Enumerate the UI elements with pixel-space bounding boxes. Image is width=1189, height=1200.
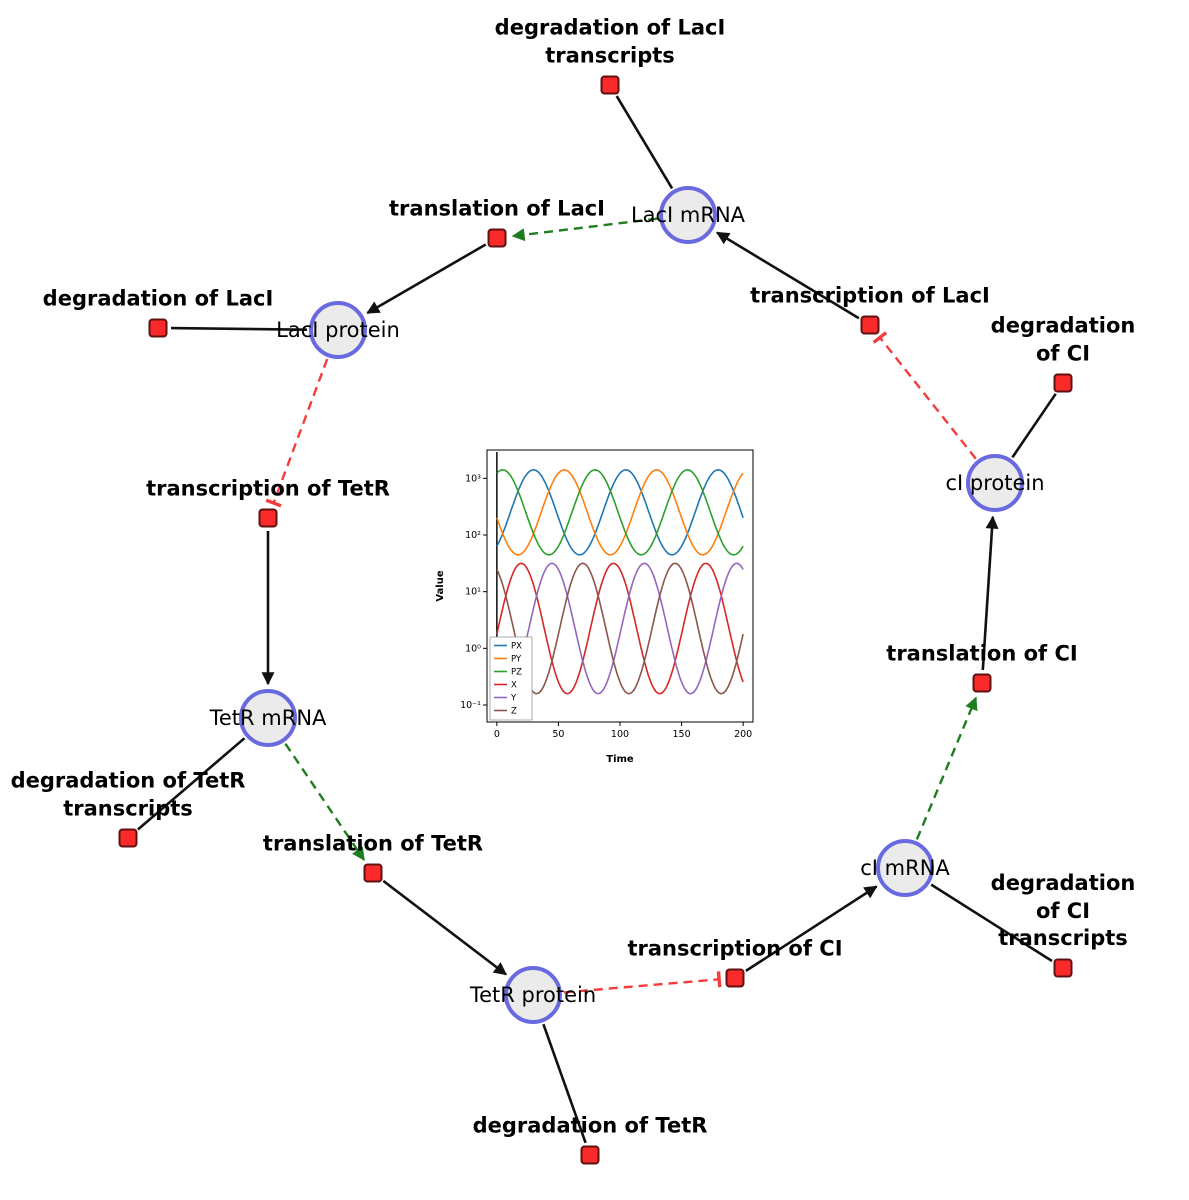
x-tick-label: 200 [734, 729, 752, 740]
species-label-laci-protein: LacI protein [276, 318, 400, 342]
y-tick-label: 10¹ [465, 587, 481, 598]
y-axis-label: Value [435, 570, 446, 601]
edge-inhibitor-tetr-protein-to-tx-ci [563, 971, 722, 994]
reaction-node-deg-laci [148, 318, 168, 338]
legend-label-x: X [511, 681, 517, 691]
species-label-ci-protein: cI protein [945, 471, 1045, 495]
species-node-tetr-protein [504, 966, 562, 1024]
y-tick-label: 10⁰ [465, 643, 481, 654]
series-line-px [496, 468, 744, 556]
reaction-node-deg-ci-mrna [1053, 958, 1073, 978]
edge-modifier-laci-mrna-to-tl-laci [511, 217, 658, 242]
legend-box [489, 636, 533, 721]
edge-product-tx-laci-to-laci-mrna [715, 231, 860, 320]
reaction-label-tl-laci: translation of LacI [389, 196, 605, 221]
edge-inhibitor-ci-protein-to-tx-laci [872, 331, 977, 460]
species-node-ci-mrna [876, 839, 934, 897]
species-node-laci-mrna [659, 186, 717, 244]
x-tick-label: 100 [611, 729, 629, 740]
series-line-pz [496, 468, 744, 556]
edge-product-tl-ci-to-ci-protein [981, 515, 999, 671]
edge-product-tl-laci-to-laci-protein [366, 243, 487, 315]
species-label-tetr-mrna: TetR mRNA [209, 706, 327, 730]
reaction-node-tl-tetr [363, 863, 383, 883]
legend-label-pz: PZ [511, 668, 522, 678]
legend-label-y: Y [510, 694, 517, 704]
reaction-node-deg-tetr [580, 1145, 600, 1165]
reaction-label-deg-laci-mrna: degradation of LacI transcripts [494, 15, 726, 68]
edge-substrate-tetr-mrna-to-deg-tetr-mrna [137, 737, 246, 831]
species-node-tetr-mrna [239, 689, 297, 747]
legend-label-z: Z [511, 707, 517, 717]
reaction-node-tx-laci [860, 315, 880, 335]
y-tick-label: 10² [465, 530, 481, 541]
reaction-label-tx-ci: transcription of CI [627, 936, 843, 961]
edge-substrate-laci-protein-to-deg-laci [170, 326, 308, 331]
species-label-tetr-protein: TetR protein [469, 983, 597, 1007]
series-line-z [496, 562, 744, 695]
reaction-label-tx-tetr: transcription of TetR [146, 476, 390, 501]
edge-product-tx-ci-to-ci-mrna [745, 885, 878, 972]
reaction-node-tx-tetr [258, 508, 278, 528]
reaction-label-deg-tetr-mrna: degradation of TetR transcripts [10, 768, 246, 821]
species-label-laci-mrna: LacI mRNA [630, 203, 746, 227]
reaction-node-tl-ci [972, 673, 992, 693]
edge-inhibitor-laci-protein-to-tx-tetr [265, 358, 329, 508]
x-tick-label: 50 [552, 729, 564, 740]
edge-substrate-ci-protein-to-deg-ci [1011, 393, 1057, 459]
legend-label-py: PY [511, 655, 522, 665]
reaction-label-tx-laci: transcription of LacI [750, 283, 990, 308]
reaction-node-deg-tetr-mrna [118, 828, 138, 848]
reaction-label-tl-tetr: translation of TetR [262, 831, 484, 856]
reaction-node-tx-ci [725, 968, 745, 988]
edge-modifier-ci-mrna-to-tl-ci [915, 696, 978, 840]
x-tick-label: 0 [494, 729, 500, 740]
edge-product-tl-tetr-to-tetr-protein [382, 879, 508, 976]
edge-substrate-tetr-protein-to-deg-tetr [542, 1023, 587, 1144]
reaction-node-deg-ci [1053, 373, 1073, 393]
series-line-y [496, 562, 744, 695]
reaction-node-tl-laci [487, 228, 507, 248]
y-tick-label: 10³ [465, 473, 481, 484]
y-tick-label: 10⁻¹ [460, 700, 481, 711]
edge-substrate-ci-mrna-to-deg-ci-mrna [930, 883, 1053, 963]
species-node-laci-protein [309, 301, 367, 359]
reaction-label-deg-tetr: degradation of TetR [472, 1113, 708, 1138]
edge-modifier-tetr-mrna-to-tl-tetr [284, 743, 365, 861]
legend-label-px: PX [511, 642, 522, 652]
x-axis-label: Time [606, 754, 634, 765]
reaction-label-deg-ci-mrna: degradation of CI transcripts [990, 870, 1136, 951]
reaction-label-deg-laci: degradation of LacI [42, 286, 274, 311]
series-line-x [496, 562, 744, 695]
reaction-label-deg-ci: degradation of CI [990, 313, 1136, 366]
edge-substrate-laci-mrna-to-deg-laci-mrna [615, 95, 674, 190]
series-line-py [496, 468, 744, 556]
reaction-label-tl-ci: translation of CI [886, 641, 1078, 666]
reaction-node-deg-laci-mrna [600, 75, 620, 95]
species-label-ci-mrna: cI mRNA [860, 856, 950, 880]
species-node-ci-protein [966, 454, 1024, 512]
x-tick-label: 150 [673, 729, 691, 740]
